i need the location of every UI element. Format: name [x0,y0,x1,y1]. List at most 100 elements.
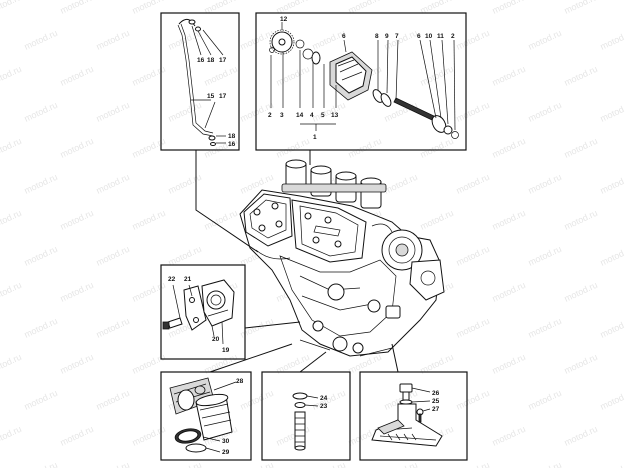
watermark-text: motod.ru [419,136,455,160]
watermark-text: motod.ru [0,352,23,376]
watermark-text: motod.ru [95,28,131,52]
throttle-bodies [281,159,387,209]
watermark-text: motod.ru [23,244,59,268]
callout-timing-2a: 2 [451,33,455,40]
callout-housing-22: 22 [168,276,176,283]
watermark-text: motod.ru [599,244,625,268]
watermark-text: motod.ru [455,316,491,340]
callout-timing-6a: 6 [342,33,346,40]
watermark-text: motod.ru [0,280,23,304]
callout-timing-9: 9 [385,33,389,40]
watermark-text: motod.ru [419,208,455,232]
watermark-text: motod.ru [23,316,59,340]
watermark-text: motod.ru [95,244,131,268]
panel-oil-filter-housing: 22 21 20 19 [160,264,246,360]
watermark-text: motod.ru [599,28,625,52]
watermark-text: motod.ru [527,460,563,468]
engine-block [239,159,445,357]
watermark-text: motod.ru [95,460,131,468]
callout-oil-pipe-16b: 16 [228,141,236,148]
watermark-text: motod.ru [311,460,347,468]
callout-timing-13: 13 [331,112,339,119]
callout-housing-19: 19 [222,347,230,354]
watermark-text: motod.ru [527,28,563,52]
callout-timing-1: 1 [313,134,317,141]
watermark-text: motod.ru [275,424,311,448]
watermark-text: motod.ru [455,172,491,196]
watermark-text: motod.ru [491,352,527,376]
watermark-text: motod.ru [95,388,131,412]
watermark-text: motod.ru [0,0,23,16]
watermark-text: motod.ru [455,244,491,268]
watermark-text: motod.ru [23,172,59,196]
watermark-text: motod.ru [563,424,599,448]
watermark-text: motod.ru [59,64,95,88]
watermark-text: motod.ru [455,388,491,412]
panel-pressure-sensor: 24 23 [261,371,351,461]
callout-sensor-23: 23 [320,403,328,410]
watermark-text: motod.ru [563,64,599,88]
watermark-text: motod.ru [527,244,563,268]
callout-housing-20: 20 [212,336,220,343]
watermark-text: motod.ru [455,460,491,468]
watermark-text: motod.ru [383,460,419,468]
watermark-text: motod.ru [491,424,527,448]
panel-bracket: 26 25 27 [359,371,468,461]
watermark-text: motod.ru [23,388,59,412]
panel-timing: 12 6 8 9 7 6 10 11 2 2 3 14 4 5 13 1 [255,12,467,151]
panel-oil-filter: 28 30 29 [160,371,252,461]
callout-timing-14: 14 [296,112,304,119]
callout-bracket-27: 27 [432,406,440,413]
callout-oil-pipe-16a: 16 [197,57,205,64]
callout-bracket-25: 25 [432,398,440,405]
watermark-text: motod.ru [275,136,311,160]
callout-timing-11: 11 [437,33,444,40]
panel-oil-pipe: 16 18 17 15 17 18 16 [160,12,240,151]
callout-timing-5: 5 [321,112,325,119]
callout-housing-21: 21 [184,276,192,283]
callout-filter-30: 30 [222,438,230,445]
watermark-text: motod.ru [167,100,203,124]
watermark-text: motod.ru [491,208,527,232]
callout-filter-29: 29 [222,449,230,456]
callout-bracket-26: 26 [432,390,440,397]
watermark-text: motod.ru [599,100,625,124]
watermark-text: motod.ru [599,388,625,412]
watermark-text: motod.ru [563,0,599,16]
watermark-text: motod.ru [347,136,383,160]
watermark-text: motod.ru [599,460,625,468]
watermark-text: motod.ru [0,424,23,448]
watermark-text: motod.ru [167,244,203,268]
watermark-text: motod.ru [563,352,599,376]
watermark-text: motod.ru [599,172,625,196]
watermark-text: motod.ru [563,280,599,304]
callout-timing-10: 10 [425,33,433,40]
watermark-text: motod.ru [131,208,167,232]
callout-oil-pipe-18a: 18 [207,57,215,64]
watermark-text: motod.ru [491,280,527,304]
watermark-text: motod.ru [59,352,95,376]
watermark-text: motod.ru [239,316,275,340]
watermark-text: motod.ru [23,460,59,468]
callout-timing-3: 3 [280,112,284,119]
watermark-text: motod.ru [167,172,203,196]
callout-oil-pipe-17b: 17 [219,93,227,100]
connector-lines [195,150,399,373]
watermark-text: motod.ru [23,28,59,52]
watermark-text: motod.ru [0,136,23,160]
callout-timing-12: 12 [280,16,288,23]
watermark-text: motod.ru [527,388,563,412]
watermark-text: motod.ru [203,208,239,232]
callout-oil-pipe-17a: 17 [219,57,227,64]
callout-oil-pipe-18b: 18 [228,133,236,140]
callout-timing-6b: 6 [417,33,421,40]
watermark-text: motod.ru [95,172,131,196]
watermark-text: motod.ru [59,0,95,16]
watermark-text: motod.ru [203,64,239,88]
watermark-text: motod.ru [563,136,599,160]
watermark-text: motod.ru [491,64,527,88]
watermark-text: motod.ru [491,136,527,160]
watermark-text: motod.ru [59,136,95,160]
watermark-text: motod.ru [455,100,491,124]
